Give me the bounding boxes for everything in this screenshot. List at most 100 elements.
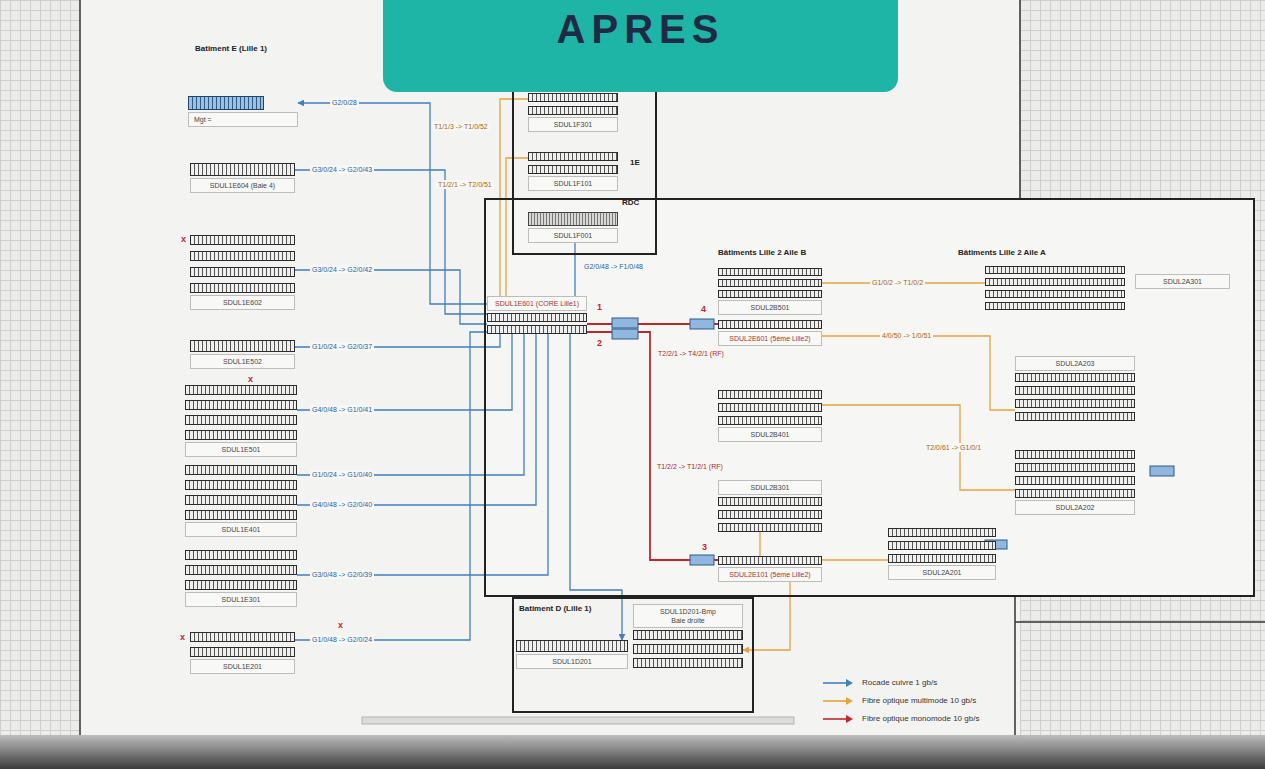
switch-graphic bbox=[185, 550, 297, 590]
switch-unit bbox=[718, 390, 822, 399]
switch-unit bbox=[487, 313, 587, 322]
switch-stack: SDUL1E502 bbox=[190, 340, 295, 369]
switch-graphic bbox=[185, 465, 297, 520]
device-name: SDUL1E401 bbox=[191, 525, 291, 534]
device-name: SDUL1D201-Bmp bbox=[639, 607, 737, 616]
switch-stack: SDUL1E601 (CORE Lille1) bbox=[487, 296, 587, 334]
legend-line bbox=[823, 718, 847, 720]
switch-unit bbox=[985, 266, 1125, 274]
connector bbox=[295, 170, 487, 314]
switch-graphic bbox=[1015, 450, 1135, 498]
switch-unit bbox=[528, 152, 618, 161]
sheet-border bbox=[79, 0, 81, 735]
device-name: SDUL2B301 bbox=[724, 483, 816, 492]
transceiver bbox=[690, 555, 714, 565]
frame-heading: Batiment D (Lille 1) bbox=[519, 604, 591, 614]
switch-stack: SDUL2B301 bbox=[718, 480, 822, 532]
device-label: SDUL1E401 bbox=[185, 522, 297, 537]
switch-unit bbox=[888, 554, 996, 563]
device-label: SDUL1F001 bbox=[528, 228, 618, 243]
switch-stack: SDUL2A201 bbox=[888, 528, 996, 580]
switch-graphic bbox=[718, 497, 822, 532]
transceiver bbox=[690, 319, 714, 329]
switch-unit bbox=[185, 400, 297, 410]
port-label: G1/0/24 -> G1/0/40 bbox=[310, 470, 374, 479]
legend-row: Fibre optique multimode 10 gb/s bbox=[822, 696, 976, 706]
frame-heading: Bâtiments Lille 2 Aile B bbox=[718, 248, 806, 258]
port-label: G2/0/28 bbox=[330, 98, 359, 107]
device-label: SDUL2B501 bbox=[718, 300, 822, 315]
switch-graphic bbox=[633, 630, 743, 668]
port-label: T1/1/3 -> T1/0/52 bbox=[432, 122, 490, 131]
switch-unit bbox=[185, 510, 297, 520]
connector bbox=[295, 332, 487, 640]
switch-stack: SDUL1E602 bbox=[190, 235, 295, 310]
transceiver bbox=[612, 318, 638, 328]
port-label: 4/0/50 -> 1/0/51 bbox=[880, 331, 933, 340]
legend-arrowhead bbox=[846, 697, 853, 705]
switch-unit bbox=[185, 385, 297, 395]
switch-unit bbox=[185, 465, 297, 475]
switch-stack: SDUL2B501 bbox=[718, 268, 822, 315]
switch-graphic bbox=[190, 163, 295, 176]
legend-row: Fibre optique monomode 10 gb/s bbox=[822, 714, 979, 724]
legend-swatch bbox=[822, 678, 854, 688]
port-label: G4/0/48 -> G2/0/40 bbox=[310, 500, 374, 509]
switch-unit bbox=[718, 268, 822, 276]
device-label: SDUL1D201 bbox=[516, 654, 628, 669]
device-name: SDUL1E301 bbox=[191, 595, 291, 604]
device-name: SDUL1E604 (Baie 4) bbox=[196, 181, 289, 190]
switch-graphic bbox=[718, 556, 822, 565]
transceiver bbox=[612, 329, 638, 339]
callout-number: 4 bbox=[701, 304, 706, 315]
switch-graphic bbox=[528, 93, 618, 115]
frame-heading: 1E bbox=[630, 158, 640, 168]
port-label: T2/0/61 -> G1/0/1 bbox=[924, 443, 983, 452]
switch-unit bbox=[718, 556, 822, 565]
legend-line bbox=[823, 682, 847, 684]
device-label: SDUL1E301 bbox=[185, 592, 297, 607]
device-name: Mgt = bbox=[194, 115, 292, 124]
switch-unit bbox=[185, 550, 297, 560]
device-name: SDUL2A201 bbox=[894, 568, 990, 577]
switch-unit bbox=[888, 541, 996, 550]
callout-number: x bbox=[248, 374, 253, 385]
switch-stack: SDUL1D201 bbox=[516, 640, 628, 669]
switch-unit bbox=[528, 106, 618, 115]
switch-unit bbox=[718, 403, 822, 412]
callout-number: x bbox=[338, 620, 343, 631]
connector bbox=[822, 405, 1015, 490]
device-label: SDUL2B401 bbox=[718, 427, 822, 442]
connector bbox=[587, 332, 718, 560]
port-label: G1/0/2 -> T1/0/2 bbox=[870, 278, 925, 287]
switch-unit bbox=[190, 632, 295, 642]
switch-unit bbox=[185, 430, 297, 440]
building-frame: Batiment D (Lille 1) SDUL1D201 SDUL1D201-B… bbox=[512, 597, 754, 713]
sheet-border bbox=[1014, 597, 1016, 735]
legend-row: Rocade cuivre 1 gb/s bbox=[822, 678, 937, 688]
legend-text: Fibre optique multimode 10 gb/s bbox=[862, 696, 976, 706]
device-label: SDUL1E601 (CORE Lille1) bbox=[487, 296, 587, 311]
device-name: SDUL1E601 (CORE Lille1) bbox=[493, 299, 581, 308]
switch-unit bbox=[633, 658, 743, 668]
switch-unit bbox=[1015, 450, 1135, 459]
port-label: T1/2/1 -> T2/0/51 bbox=[436, 180, 494, 189]
device-name: SDUL1F101 bbox=[534, 179, 612, 188]
device-label: SDUL1D201-BmpBaie droite bbox=[633, 604, 743, 628]
switch-stack: SDUL1E604 (Baie 4) bbox=[190, 163, 295, 193]
switch-graphic bbox=[1015, 373, 1135, 421]
switch-unit bbox=[185, 415, 297, 425]
switch-unit bbox=[185, 565, 297, 575]
callout-number: x bbox=[181, 234, 186, 245]
callout-number: x bbox=[180, 632, 185, 643]
switch-unit bbox=[190, 340, 295, 352]
device-name: SDUL2A301 bbox=[1141, 277, 1224, 286]
area-heading: Batiment E (Lille 1) bbox=[195, 44, 267, 54]
switch-graphic bbox=[528, 152, 618, 174]
connector bbox=[298, 103, 487, 304]
device-name: SDUL1F001 bbox=[534, 231, 612, 240]
port-label: T2/2/1 -> T4/2/1 (RF) bbox=[656, 349, 726, 358]
device-label: SDUL1E502 bbox=[190, 354, 295, 369]
device-label: SDUL2A201 bbox=[888, 565, 996, 580]
